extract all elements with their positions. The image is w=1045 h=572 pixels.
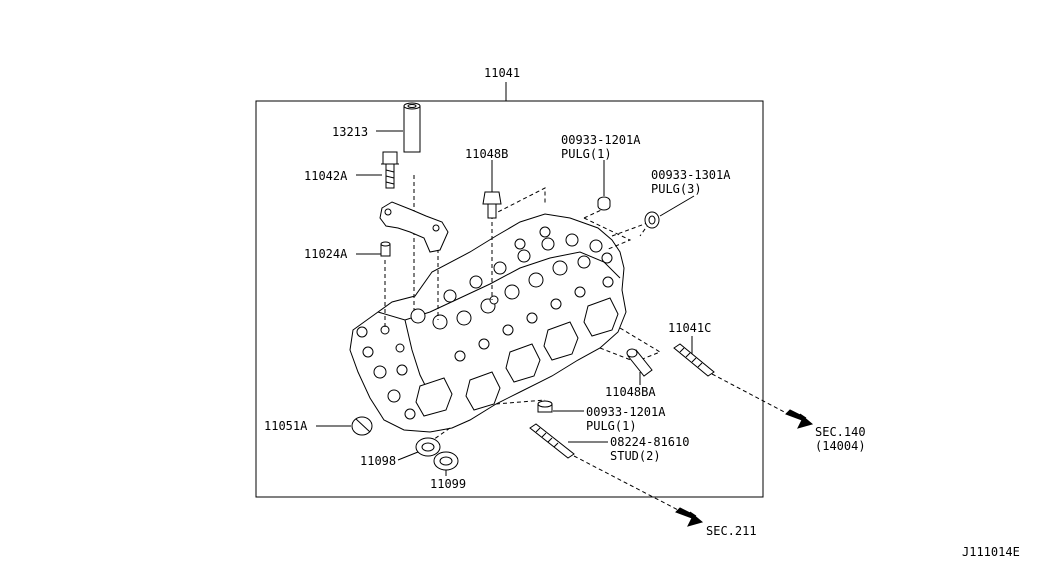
guide-plug-3 xyxy=(611,220,652,237)
sec211-line xyxy=(573,455,683,513)
part-11024a-dowel xyxy=(380,241,391,257)
part-13213-tube xyxy=(403,102,421,153)
label-11051a: 11051A xyxy=(264,419,308,433)
part-11041c-stud xyxy=(673,343,715,377)
part-11098-seal xyxy=(415,437,441,457)
sec140-line xyxy=(711,373,793,417)
label-00933-1201a-bottom: 00933-1201A xyxy=(586,405,666,419)
label-sec211[interactable]: SEC.211 xyxy=(706,524,757,538)
part-plug-bottom xyxy=(537,400,553,413)
part-11048b-plug xyxy=(482,191,502,219)
label-assembly: 11041 xyxy=(484,66,520,80)
leader-plug-3 xyxy=(659,195,695,217)
part-plug-3 xyxy=(644,211,660,229)
part-11048ba-plug xyxy=(626,348,653,377)
label-pulg1-bottom: PULG(1) xyxy=(586,419,637,433)
label-sec140[interactable]: SEC.140 xyxy=(815,425,866,439)
figure-code: J111014E xyxy=(962,545,1020,559)
label-11042a: 11042A xyxy=(304,169,348,183)
label-11024a: 11024A xyxy=(304,247,348,261)
label-11098: 11098 xyxy=(360,454,396,468)
sec211-arrow-icon xyxy=(675,507,704,527)
label-11099: 11099 xyxy=(430,477,466,491)
label-00933-1301a: 00933-1301A xyxy=(651,168,731,182)
label-00933-1201a-top: 00933-1201A xyxy=(561,133,641,147)
part-11042a-bolt xyxy=(381,151,399,189)
label-sec140-sub: (14004) xyxy=(815,439,866,453)
part-11051a-plug xyxy=(351,416,373,436)
label-11041c: 11041C xyxy=(668,321,711,335)
part-plug-top xyxy=(597,196,611,211)
cylinder-head xyxy=(349,213,627,433)
label-stud2: STUD(2) xyxy=(610,449,661,463)
guide-11048b xyxy=(491,187,546,300)
label-pulg3: PULG(3) xyxy=(651,182,702,196)
label-11048ba: 11048BA xyxy=(605,385,656,399)
guide-plug-bottom xyxy=(495,399,546,405)
part-11099-seal xyxy=(433,451,459,471)
assembly-frame xyxy=(255,100,764,498)
part-cam-bracket xyxy=(379,201,449,253)
part-08224-stud xyxy=(529,423,575,459)
label-pulg1-top: PULG(1) xyxy=(561,147,612,161)
guide-11041c xyxy=(619,327,662,361)
label-11048b: 11048B xyxy=(465,147,508,161)
leader-11098 xyxy=(397,451,419,461)
label-08224-81610: 08224-81610 xyxy=(610,435,689,449)
label-13213: 13213 xyxy=(332,125,368,139)
sec140-arrow-icon xyxy=(785,409,814,429)
